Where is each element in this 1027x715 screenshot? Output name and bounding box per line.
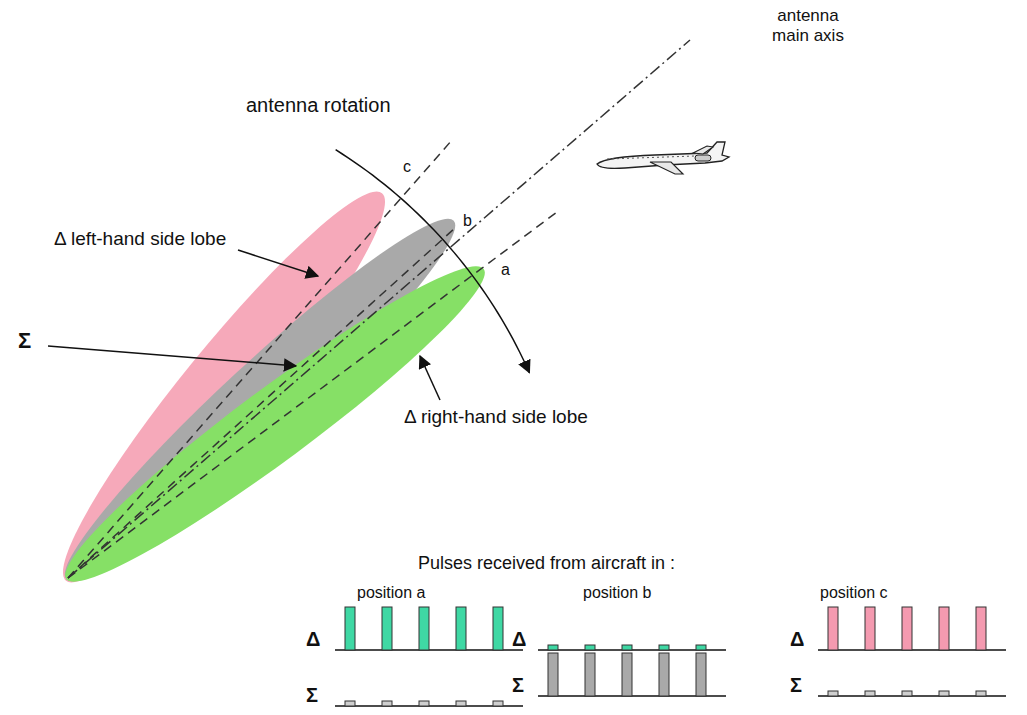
sum-label: Σ: [18, 328, 31, 353]
pulse-bar: [939, 607, 949, 650]
position-label: position c: [820, 584, 888, 602]
pulse-bar: [622, 645, 632, 650]
position-label: position a: [357, 584, 426, 602]
pulse-bar: [659, 645, 669, 650]
lobe-label: Δ left-hand side lobe: [54, 228, 226, 250]
rotation-arc: [336, 150, 530, 373]
delta-label: Δ: [512, 628, 526, 651]
pulse-bar: [345, 701, 355, 706]
leader-arrow: [420, 356, 440, 400]
position-label: position b: [583, 584, 652, 602]
pulse-bar: [456, 607, 466, 650]
rotation-label: antenna rotation: [246, 94, 391, 117]
delta-label: Δ: [306, 628, 320, 651]
leader-arrow: [238, 250, 318, 276]
position-letter: a: [501, 261, 510, 279]
lobe-label: Δ right-hand side lobe: [404, 406, 588, 428]
pulse-bar: [622, 653, 632, 696]
pulse-bar: [585, 653, 595, 696]
pulse-bar: [696, 645, 706, 650]
pulse-trains: [335, 607, 1006, 706]
axis-a: [68, 212, 557, 578]
aircraft: [597, 142, 729, 174]
pulse-bar: [865, 691, 875, 696]
pulse-bar: [493, 607, 503, 650]
sum-label: Σ: [306, 684, 318, 707]
pulse-bar: [976, 607, 986, 650]
pulse-bar: [345, 607, 355, 650]
leader-arrow: [48, 346, 296, 366]
pulse-bar: [696, 653, 706, 696]
pulse-bar: [419, 607, 429, 650]
pulse-bar: [828, 691, 838, 696]
pulse-bar: [382, 701, 392, 706]
sum-label: Σ: [512, 674, 524, 697]
position-letter: c: [403, 158, 411, 176]
axis-label: antenna main axis: [762, 6, 854, 45]
pulse-bar: [382, 607, 392, 650]
pulse-bar: [976, 691, 986, 696]
pulse-bar: [902, 607, 912, 650]
pulse-bar: [865, 607, 875, 650]
caption-label: Pulses received from aircraft in :: [418, 553, 675, 574]
sum-label: Σ: [790, 674, 802, 697]
pulse-bar: [659, 653, 669, 696]
position-letter: b: [463, 212, 472, 230]
pulse-bar: [493, 701, 503, 706]
axis-b: [68, 228, 455, 578]
pulse-bar: [548, 653, 558, 696]
axis-c: [68, 140, 452, 578]
pulse-bar: [585, 645, 595, 650]
pulse-bar: [828, 607, 838, 650]
pulse-bar: [456, 701, 466, 706]
delta-label: Δ: [790, 628, 804, 651]
main-axis: [68, 40, 690, 578]
pulse-bar: [419, 701, 429, 706]
pulse-bar: [902, 691, 912, 696]
pulse-bar: [939, 691, 949, 696]
pulse-bar: [548, 645, 558, 650]
